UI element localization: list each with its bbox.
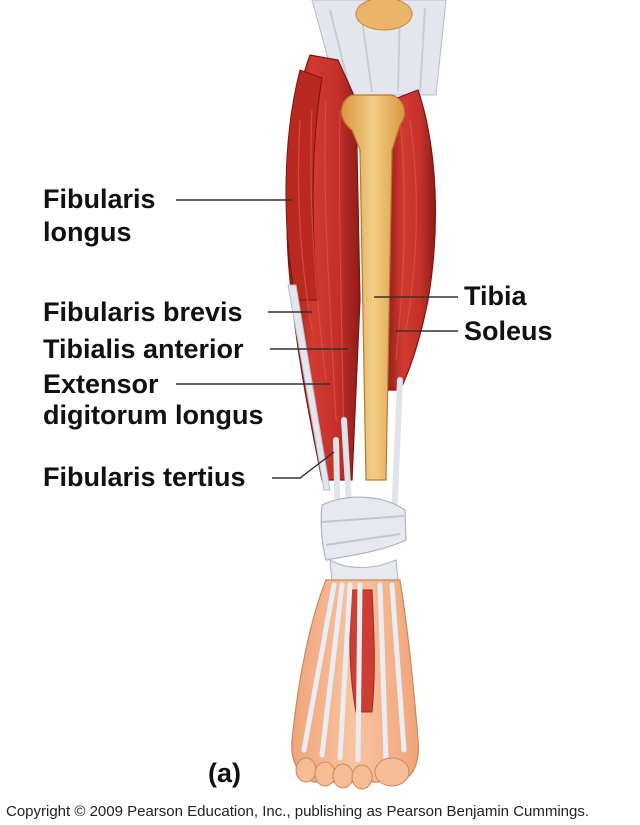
extensor-retinaculum bbox=[320, 496, 407, 561]
label-soleus: Soleus bbox=[464, 316, 553, 346]
label-extensor-line1: Extensor bbox=[43, 369, 159, 399]
panel-label: (a) bbox=[208, 758, 241, 788]
copyright-notice: Copyright © 2009 Pearson Education, Inc.… bbox=[6, 803, 590, 820]
soleus-muscle bbox=[385, 89, 437, 391]
leader-fibularis-tertius bbox=[272, 451, 335, 479]
patella bbox=[355, 0, 413, 31]
label-fibularis-brevis: Fibularis brevis bbox=[43, 297, 243, 327]
label-extensor-line2: digitorum longus bbox=[43, 400, 264, 430]
label-tibialis-anterior: Tibialis anterior bbox=[43, 334, 244, 364]
label-fibularis-tertius: Fibularis tertius bbox=[43, 462, 246, 492]
tibia-bone bbox=[340, 94, 406, 481]
label-fibularis-longus-line2: longus bbox=[43, 217, 132, 247]
label-tibia: Tibia bbox=[464, 281, 527, 311]
label-fibularis-longus-line1: Fibularis bbox=[43, 184, 156, 214]
